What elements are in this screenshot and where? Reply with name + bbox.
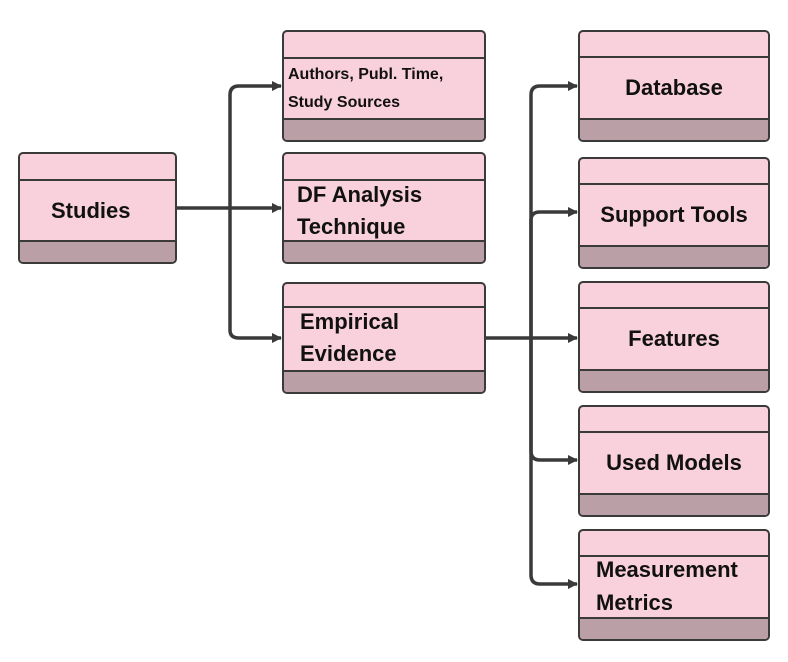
node-header — [20, 154, 175, 181]
node-support-tools: Support Tools — [578, 157, 770, 269]
node-df-analysis-line2: Technique — [297, 214, 406, 239]
node-database-text: Database — [625, 75, 723, 100]
node-used-models-label: Used Models — [580, 433, 768, 493]
node-df-analysis: DF Analysis Technique — [282, 152, 486, 264]
link-empirical-used-models — [529, 338, 578, 465]
node-df-analysis-label: DF Analysis Technique — [284, 179, 484, 240]
node-footer — [580, 369, 768, 391]
node-measurement: Measurement Metrics — [578, 529, 770, 641]
node-authors: Authors, Publ. Time, Study Sources — [282, 30, 486, 142]
node-empirical-line1: Empirical — [300, 309, 400, 334]
node-header — [284, 154, 484, 181]
node-support-tools-label: Support Tools — [580, 185, 768, 245]
node-empirical-line2: Evidence — [300, 341, 397, 366]
node-footer — [284, 118, 484, 140]
node-empirical: Empirical Evidence — [282, 282, 486, 394]
link-studies-empirical — [228, 208, 282, 343]
node-df-analysis-line1: DF Analysis — [297, 182, 423, 207]
node-footer — [580, 493, 768, 515]
node-measurement-label: Measurement Metrics — [580, 553, 768, 617]
node-footer — [284, 370, 484, 392]
node-studies-label: Studies — [20, 181, 175, 240]
node-features-label: Features — [580, 309, 768, 369]
link-studies-authors — [228, 81, 282, 208]
node-database-label: Database — [580, 58, 768, 118]
node-footer — [20, 240, 175, 262]
node-header — [580, 531, 768, 557]
node-footer — [580, 617, 768, 639]
node-header — [580, 407, 768, 433]
node-support-tools-text: Support Tools — [600, 202, 748, 227]
node-database: Database — [578, 30, 770, 142]
link-empirical-database — [529, 81, 578, 338]
node-measurement-line1: Measurement — [596, 557, 738, 582]
node-footer — [580, 118, 768, 140]
node-studies-text: Studies — [51, 197, 131, 223]
node-footer — [284, 240, 484, 262]
node-empirical-label: Empirical Evidence — [284, 306, 484, 370]
node-features-text: Features — [628, 326, 720, 351]
node-header — [284, 32, 484, 59]
node-header — [284, 284, 484, 308]
link-empirical-support-tools — [529, 207, 578, 338]
node-footer — [580, 245, 768, 267]
node-measurement-line2: Metrics — [596, 590, 674, 615]
node-authors-line1: Authors, Publ. Time, — [288, 65, 444, 83]
node-used-models-text: Used Models — [606, 450, 742, 475]
node-authors-label: Authors, Publ. Time, Study Sources — [284, 59, 484, 118]
link-empirical-measurement — [529, 338, 578, 589]
node-authors-line2: Study Sources — [288, 93, 401, 111]
node-header — [580, 159, 768, 185]
node-features: Features — [578, 281, 770, 393]
node-header — [580, 32, 768, 58]
node-studies: Studies — [18, 152, 177, 264]
node-used-models: Used Models — [578, 405, 770, 517]
node-header — [580, 283, 768, 309]
